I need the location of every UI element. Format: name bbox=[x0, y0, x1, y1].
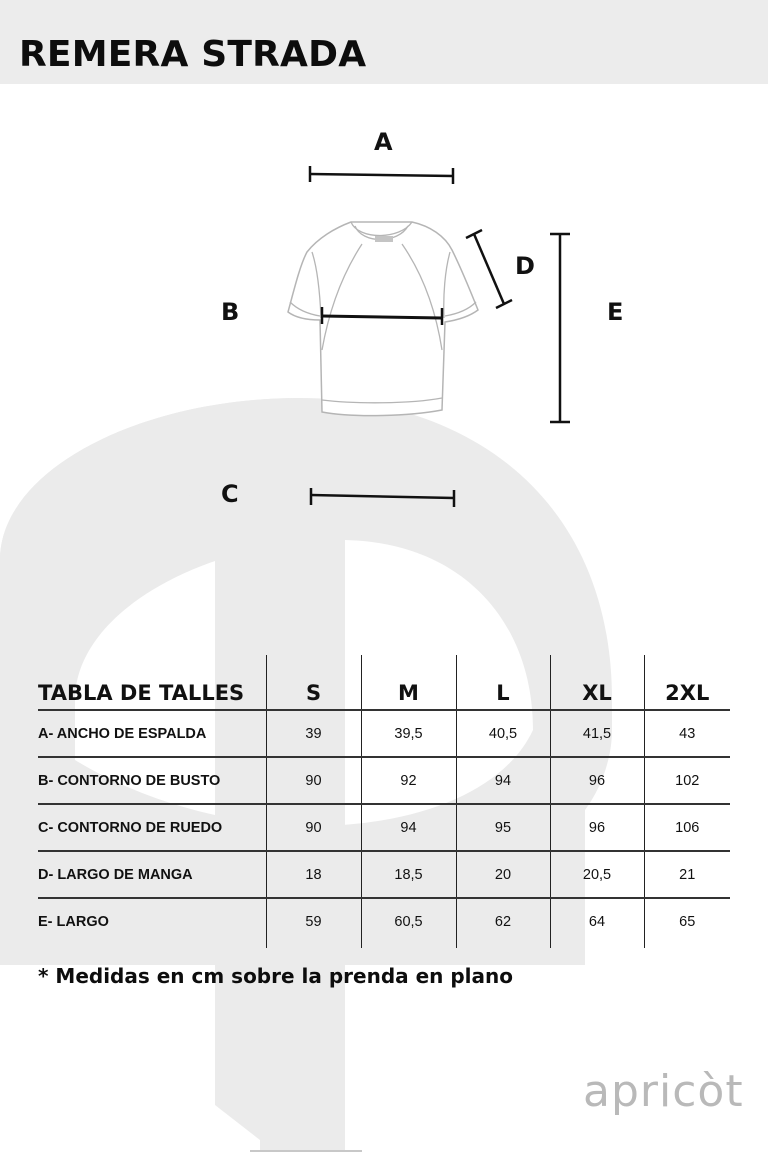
cell-value: 21 bbox=[643, 850, 730, 898]
size-table: TABLA DE TALLES S M L XL 2XL A- ANCHO DE… bbox=[38, 655, 730, 948]
measurement-note: * Medidas en cm sobre la prenda en plano bbox=[38, 964, 513, 988]
size-table-header: TABLA DE TALLES S M L XL 2XL bbox=[38, 655, 730, 710]
cell-value: 65 bbox=[643, 897, 730, 948]
cell-value: 43 bbox=[643, 709, 730, 757]
cell-value: 18 bbox=[265, 850, 361, 898]
size-header-m: M bbox=[360, 655, 456, 710]
cell-value: 102 bbox=[643, 756, 730, 804]
cell-value: 106 bbox=[643, 803, 730, 851]
table-row: C- CONTORNO DE RUEDO 90 94 95 96 106 bbox=[38, 803, 730, 851]
size-header-l: L bbox=[455, 655, 550, 710]
cell-value: 40,5 bbox=[455, 709, 550, 757]
label-d: D bbox=[515, 252, 535, 280]
cell-value: 94 bbox=[455, 756, 550, 804]
size-header-s: S bbox=[265, 655, 361, 710]
dimension-b bbox=[320, 307, 444, 325]
label-e: E bbox=[607, 298, 624, 326]
cell-value: 62 bbox=[455, 897, 550, 948]
dimension-d bbox=[465, 228, 513, 310]
size-header-xl: XL bbox=[549, 655, 644, 710]
cell-value: 95 bbox=[455, 803, 550, 851]
cell-value: 64 bbox=[549, 897, 644, 948]
cell-value: 59 bbox=[265, 897, 361, 948]
cell-value: 92 bbox=[360, 756, 456, 804]
cell-value: 96 bbox=[549, 756, 644, 804]
brand-logo: apricòt bbox=[583, 1066, 744, 1117]
cell-value: 96 bbox=[549, 803, 644, 851]
cell-value: 60,5 bbox=[360, 897, 456, 948]
tshirt-outline-icon bbox=[287, 166, 570, 507]
label-b: B bbox=[221, 298, 240, 326]
cell-value: 90 bbox=[265, 756, 361, 804]
page-title: REMERA STRADA bbox=[19, 34, 367, 75]
dimension-e bbox=[550, 232, 570, 424]
dimension-c bbox=[309, 488, 456, 507]
cell-value: 20,5 bbox=[549, 850, 644, 898]
row-label: E- LARGO bbox=[38, 897, 266, 948]
cell-value: 39,5 bbox=[360, 709, 456, 757]
size-header-2xl: 2XL bbox=[643, 655, 730, 710]
row-label: B- CONTORNO DE BUSTO bbox=[38, 756, 266, 804]
row-label: C- CONTORNO DE RUEDO bbox=[38, 803, 266, 851]
cell-value: 90 bbox=[265, 803, 361, 851]
cell-value: 39 bbox=[265, 709, 361, 757]
dimension-a bbox=[308, 166, 455, 184]
label-a: A bbox=[374, 128, 393, 156]
cell-value: 20 bbox=[455, 850, 550, 898]
row-label: D- LARGO DE MANGA bbox=[38, 850, 266, 898]
page-header: REMERA STRADA bbox=[0, 0, 768, 84]
row-label: A- ANCHO DE ESPALDA bbox=[38, 709, 266, 757]
garment-diagram: A B C D E bbox=[0, 84, 768, 544]
table-title: TABLA DE TALLES bbox=[38, 681, 245, 705]
cell-value: 18,5 bbox=[360, 850, 456, 898]
table-row: A- ANCHO DE ESPALDA 39 39,5 40,5 41,5 43 bbox=[38, 709, 730, 757]
table-row: D- LARGO DE MANGA 18 18,5 20 20,5 21 bbox=[38, 850, 730, 898]
cell-value: 94 bbox=[360, 803, 456, 851]
label-c: C bbox=[221, 480, 239, 508]
table-row: B- CONTORNO DE BUSTO 90 92 94 96 102 bbox=[38, 756, 730, 804]
table-row: E- LARGO 59 60,5 62 64 65 bbox=[38, 897, 730, 948]
cell-value: 41,5 bbox=[549, 709, 644, 757]
